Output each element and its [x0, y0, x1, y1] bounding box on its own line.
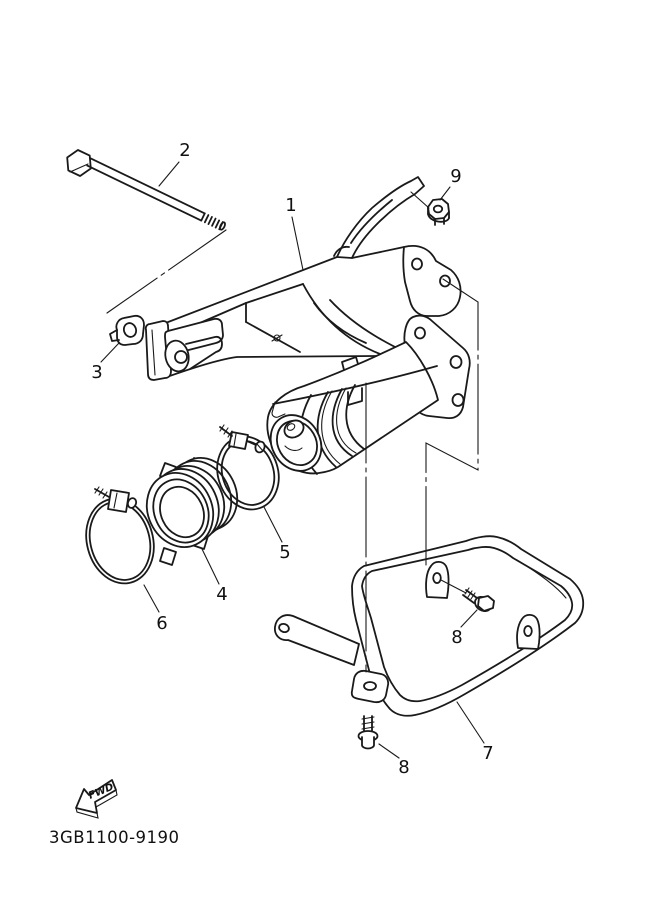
- callout-2: 2: [179, 140, 190, 161]
- fwd-arrow: FWD: [75, 779, 118, 819]
- pivot-clip-nut: [109, 314, 145, 346]
- callout-4: 4: [216, 584, 227, 605]
- rubber-boot: [145, 457, 239, 566]
- callout-7: 7: [482, 743, 493, 764]
- part-code: 3GB1100-9190: [49, 828, 180, 847]
- callout-6: 6: [156, 613, 167, 634]
- callout-8a: 8: [451, 627, 462, 648]
- center-lines: [106, 229, 479, 673]
- drive-shaft-housing: [266, 314, 471, 475]
- callout-9: 9: [450, 166, 461, 187]
- guard-bolt-lower: [357, 715, 379, 750]
- clamp-rear: [85, 486, 155, 585]
- clamp-front: [216, 424, 280, 511]
- arm-nut: [427, 198, 450, 226]
- pivot-bolt: [66, 149, 226, 231]
- callout-labels: 2 1 9 3 6 4 5 8 8 7: [91, 140, 493, 778]
- guard-bolt-upper: [462, 587, 495, 613]
- callout-3: 3: [91, 362, 102, 383]
- callout-1: 1: [285, 195, 296, 216]
- swingarm: [144, 176, 462, 381]
- callout-8b: 8: [398, 757, 409, 778]
- guard: [274, 535, 585, 717]
- callout-5: 5: [279, 542, 290, 563]
